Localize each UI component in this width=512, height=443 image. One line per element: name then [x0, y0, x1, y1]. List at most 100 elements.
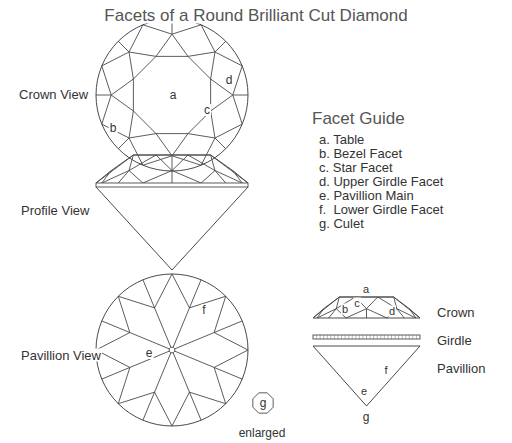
- facet-letter: f: [383, 365, 388, 376]
- facet-edge: [118, 41, 129, 52]
- girdle-tick: [362, 335, 363, 339]
- facet-letter: e: [360, 386, 368, 397]
- facet-edge: [188, 52, 215, 56]
- facet-edge: [215, 171, 226, 183]
- facet-edge: [96, 333, 130, 350]
- girdle-tick: [316, 335, 317, 339]
- facet-edge: [367, 297, 378, 309]
- facet-edge: [118, 138, 129, 149]
- facet-edge: [129, 25, 143, 52]
- view-label: Pavillion View: [20, 349, 102, 362]
- girdle-tick: [348, 335, 349, 339]
- facet-edge: [118, 171, 129, 183]
- facet-edge: [397, 309, 416, 318]
- facet-edge: [96, 95, 111, 96]
- facet-edge: [409, 309, 420, 318]
- facet-edge: [397, 309, 405, 318]
- guide-item: a. Table: [318, 133, 365, 146]
- facet-edge: [188, 155, 215, 171]
- girdle-tick: [359, 335, 360, 339]
- facet-letter: g: [362, 411, 371, 423]
- facet-edge: [367, 309, 387, 318]
- girdle-tick: [327, 335, 328, 339]
- facet-edge: [233, 95, 242, 124]
- girdle-tick: [405, 335, 406, 339]
- facet-edge: [156, 134, 172, 156]
- facet-edge: [172, 155, 188, 171]
- facet-edge: [129, 155, 156, 171]
- part-label: Pavillion: [436, 362, 486, 375]
- facet-edge: [133, 56, 156, 79]
- facet-edge: [129, 111, 133, 138]
- facet-edge: [118, 296, 130, 332]
- facet-edge: [233, 66, 242, 95]
- guide-item: e. Pavillion Main: [318, 189, 415, 202]
- facet-edge: [172, 274, 189, 308]
- crown-outline: [313, 297, 420, 318]
- facet-edge: [102, 52, 129, 66]
- girdle-tick: [337, 335, 338, 339]
- facet-letter: c: [353, 298, 361, 309]
- facet-edge: [214, 367, 226, 403]
- facet-edge: [188, 134, 215, 138]
- guide-item: b. Bezel Facet: [318, 147, 403, 160]
- girdle-tick: [412, 335, 413, 339]
- facet-edge: [155, 274, 172, 308]
- girdle-tick: [330, 335, 331, 339]
- facet-edge: [313, 309, 324, 318]
- girdle-tick: [387, 335, 388, 339]
- facet-edge: [211, 155, 233, 171]
- girdle-band: [313, 335, 420, 339]
- facet-edge: [111, 79, 133, 95]
- facet-edge: [188, 56, 211, 79]
- guide-item: g. Culet: [318, 217, 365, 230]
- facet-edge: [111, 95, 133, 111]
- pavilion-outline: [96, 187, 248, 270]
- facet-edge: [129, 171, 143, 183]
- girdle-tick: [352, 335, 353, 339]
- facet-edge: [156, 155, 172, 171]
- facet-edge: [102, 171, 129, 183]
- facet-letter: d: [388, 306, 396, 317]
- facet-edge: [156, 34, 172, 56]
- facet-edge: [317, 309, 336, 318]
- facet-edge: [118, 367, 130, 403]
- facet-edge: [143, 280, 172, 350]
- pavilion-view-drawing: [96, 274, 248, 426]
- girdle-tick: [334, 335, 335, 339]
- girdle-outline: [96, 274, 248, 426]
- crown-outline: [96, 155, 248, 183]
- guide-heading: Facet Guide: [311, 110, 406, 127]
- facet-edge: [366, 309, 367, 318]
- facet-letter: a: [169, 89, 178, 101]
- facet-edge: [156, 155, 188, 156]
- facet-edge: [215, 124, 242, 138]
- facet-edge: [102, 66, 111, 95]
- facet-edge: [211, 52, 215, 79]
- facet-edge: [214, 333, 248, 350]
- facet-edge: [172, 392, 189, 426]
- girdle-tick: [370, 335, 371, 339]
- facet-edge: [111, 155, 133, 171]
- facet-edge: [324, 297, 340, 309]
- girdle-tick: [366, 335, 367, 339]
- facet-edge: [201, 138, 215, 165]
- facet-letter: c: [203, 104, 211, 116]
- facet-edge: [172, 34, 188, 56]
- girdle-tick: [395, 335, 396, 339]
- facet-edge: [215, 138, 226, 149]
- facet-edge: [214, 296, 226, 332]
- girdle-tick: [345, 335, 346, 339]
- facet-edge: [189, 392, 225, 404]
- facet-edge: [129, 52, 133, 79]
- facet-edge: [215, 52, 242, 66]
- facet-edge: [143, 25, 172, 34]
- girdle-tick: [391, 335, 392, 339]
- girdle-outline: [96, 19, 248, 171]
- view-label: Profile View: [20, 204, 90, 217]
- girdle-band: [96, 183, 248, 187]
- guide-item: f. Lower Girdle Facet: [318, 203, 444, 216]
- facet-letter: d: [225, 74, 234, 86]
- facet-edge: [156, 56, 188, 57]
